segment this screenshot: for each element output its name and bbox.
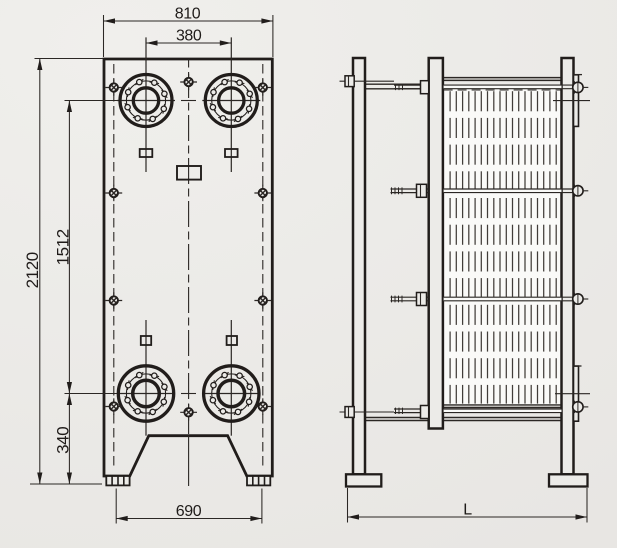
svg-text:L: L <box>463 502 472 519</box>
svg-text:690: 690 <box>176 503 202 520</box>
svg-text:810: 810 <box>175 5 201 22</box>
svg-text:1512: 1512 <box>53 229 72 265</box>
svg-text:380: 380 <box>176 27 202 44</box>
svg-text:2120: 2120 <box>23 252 42 288</box>
svg-text:340: 340 <box>53 427 72 454</box>
